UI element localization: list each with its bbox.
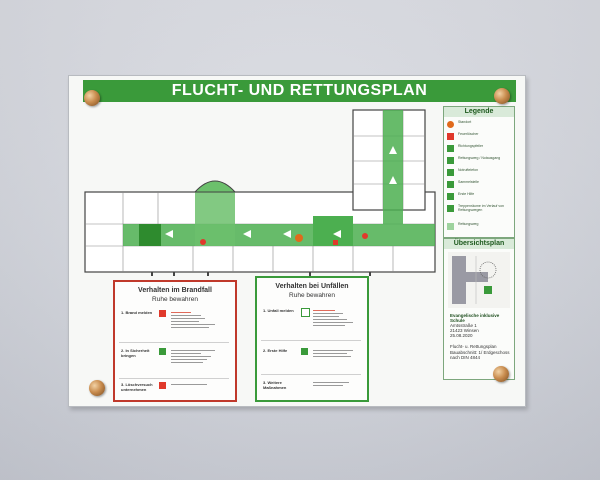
accident-step: 3. Weitere Maßnahmen (261, 380, 363, 410)
fire-step-text (171, 348, 227, 365)
fire-step-divider (119, 342, 229, 343)
school-name: Evangelische inklusive Schule (450, 313, 500, 323)
plan-section: Bauabschnitt: 1/ Erdgeschoss (450, 349, 510, 355)
standort-dot-icon (447, 121, 454, 128)
mounting-screw (84, 90, 100, 106)
accident-instructions-box: Verhalten bei Unfällen Ruhe bewahren 1. … (255, 276, 369, 402)
school-address-2: 21423 Winsen (450, 328, 479, 333)
entrance-steps (151, 272, 371, 276)
accident-box-subtitle: Ruhe bewahren (289, 292, 335, 299)
legend-item: Rettungsweg / Notausgang (447, 156, 513, 165)
arrow-icon (447, 145, 454, 152)
first-aid-icon (301, 348, 308, 355)
fire-box-subtitle: Ruhe bewahren (152, 296, 198, 303)
legend-label: Sammelstelle (458, 180, 480, 184)
legend-item: Rettungsweg (447, 222, 513, 231)
overview-map (448, 252, 510, 308)
accident-step-divider (261, 340, 361, 341)
legend-label: Erste Hilfe (458, 192, 475, 196)
standort-marker (295, 234, 303, 242)
accident-step-text (313, 308, 359, 328)
accident-box-title: Verhalten bei Unfällen (275, 283, 349, 290)
plan-label: Flucht- u. Rettungsplan (450, 344, 497, 349)
legend-item: Feuerlöscher (447, 132, 513, 141)
legend-item: Richtungspfeiler (447, 144, 513, 153)
fire-step-label: 1. Brand melden (121, 310, 153, 315)
escape-route-swatch-icon (447, 223, 454, 230)
floor-plan-drawing (84, 109, 436, 276)
legend-item: Erste Hilfe (447, 192, 513, 201)
fire-alarm-icon (447, 133, 454, 140)
fire-step-text (171, 310, 227, 330)
accident-step: 1. Unfall melden (261, 308, 363, 338)
fire-step-text (171, 382, 227, 387)
emergency-exit-icon (447, 169, 454, 176)
fire-alarm-marker (333, 240, 338, 245)
escape-arrows (165, 146, 397, 238)
legend-label: Notruftelefon (458, 168, 479, 172)
phone-icon (301, 308, 310, 317)
sign-title: FLUCHT- UND RETTUNGSPLAN (83, 80, 516, 102)
fire-box-title: Verhalten im Brandfall (138, 287, 212, 294)
school-address-1: Amtsstraße 1 (450, 323, 477, 328)
legend-panel: Legende Standort Feuerlöscher Richtungsp… (443, 106, 515, 238)
accident-step: 2. Erste Hilfe (261, 348, 363, 378)
escape-route-stair-hall (195, 192, 235, 246)
exit-zone-west (139, 224, 161, 246)
assembly-icon (447, 181, 454, 188)
legend-label: Feuerlöscher (458, 132, 479, 136)
plan-date: 25.08.2020 (450, 333, 473, 338)
fire-extinguisher-icon (159, 382, 166, 389)
accident-step-label: 3. Weitere Maßnahmen (263, 380, 287, 390)
mounting-screw (494, 88, 510, 104)
plan-meta: Flucht- u. Rettungsplan Bauabschnitt: 1/… (450, 344, 510, 361)
fire-step: 3. Löschversuch unternehmen (119, 382, 231, 412)
stairs-icon (447, 205, 454, 212)
legend-label: Richtungspfeiler (458, 144, 484, 148)
emergency-exit-icon (159, 348, 166, 355)
overview-panel: Übersichtsplan Evangelische inklusive Sc… (443, 238, 515, 380)
legend-label: Rettungsweg / Notausgang (458, 156, 501, 160)
fire-alarm-icon (159, 310, 166, 317)
fire-step: 2. In Sicherheit bringen (119, 348, 231, 378)
rescue-route-icon (447, 157, 454, 164)
first-aid-icon (447, 193, 454, 200)
fire-step-label: 2. In Sicherheit bringen (121, 348, 150, 358)
accident-step-text (313, 380, 359, 388)
fire-extinguisher-marker-1 (200, 239, 206, 245)
plan-number: nach DIN 4844 (450, 355, 481, 360)
mounting-screw (493, 366, 509, 382)
legend-item: Treppenräume im Verlauf von Rettungswege… (447, 204, 513, 218)
mounting-screw (89, 380, 105, 396)
fire-step-label: 3. Löschversuch unternehmen (121, 382, 153, 392)
fire-step: 1. Brand melden (119, 310, 231, 340)
overview-title: Übersichtsplan (444, 239, 514, 249)
legend-item: Notruftelefon (447, 168, 513, 177)
accident-step-text (313, 348, 359, 359)
fire-instructions-box: Verhalten im Brandfall Ruhe bewahren 1. … (113, 280, 237, 402)
legend-label: Standort (458, 120, 472, 124)
floor-plan (83, 106, 443, 278)
legend-title: Legende (444, 107, 514, 117)
fire-step-divider (119, 378, 229, 379)
accident-step-divider (261, 374, 361, 375)
accident-step-label: 1. Unfall melden (263, 308, 294, 313)
evacuation-plan-sign: FLUCHT- UND RETTUNGSPLAN (68, 75, 526, 407)
legend-label: Treppenräume im Verlauf von Rettungswege… (458, 204, 504, 212)
school-info: Evangelische inklusive Schule Amtsstraße… (450, 313, 510, 338)
legend-item: Standort (447, 120, 513, 129)
accident-step-label: 2. Erste Hilfe (263, 348, 288, 353)
rotunda (193, 180, 237, 193)
legend-item: Sammelstelle (447, 180, 513, 189)
escape-route-north (383, 110, 403, 224)
fire-extinguisher-marker-2 (362, 233, 368, 239)
legend-label: Rettungsweg (458, 222, 479, 226)
